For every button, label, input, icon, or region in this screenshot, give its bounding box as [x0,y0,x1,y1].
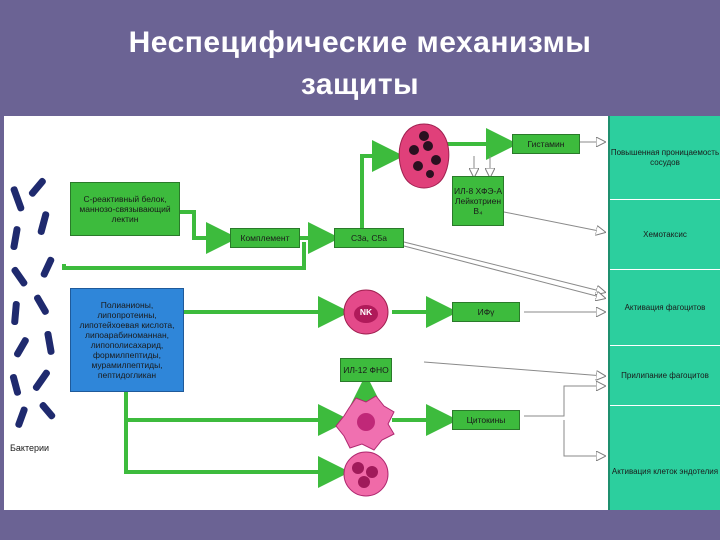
outcome-phagocyte-adhesion: Прилипание фагоцитов [610,346,720,406]
ligands-label: Полианионы, липопротеины, липотейхоевая … [79,300,175,380]
mast-cell [398,123,450,189]
diagram-panel: С-реактивный белок, маннозо-связывающий … [4,116,720,510]
ifn-label: ИФγ [477,307,495,317]
outcome-vascular-permeability: Повышенная проницаемость сосудов [610,116,720,200]
il12-box: ИЛ-12 ФНО [340,358,392,382]
outcome-label: Прилипание фагоцитов [621,370,709,380]
complement-label: Комплемент [240,233,290,243]
outcome-label: Активация клеток эндотелия [611,467,719,476]
cytokines-label: Цитокины [466,415,506,425]
diagram-connectors [9,123,688,497]
c3a-c5a-label: С3а, С5а [351,233,387,243]
slide-title-line-2: защиты [300,68,420,101]
nk-label-box: NK [354,306,378,318]
crp-box: С-реактивный белок, маннозо-связывающий … [70,182,180,236]
outcome-label: Хемотаксис [643,229,687,239]
histamine-box: Гистамин [512,134,580,154]
cytokines-box: Цитокины [452,410,520,430]
c3a-c5a-box: С3а, С5а [334,228,404,248]
slide-bottom-band [0,510,720,540]
macrophage-cell [335,395,395,451]
outcome-label: Активация фагоцитов [624,302,706,312]
nk-label: NK [359,307,373,317]
complement-box: Комплемент [230,228,300,248]
il8-box: ИЛ-8 ХФЭ-А Лейкотриен B₄ [452,176,504,226]
slide-title-line-1: Неспецифические механизмы [128,26,592,59]
outcome-endothelial-activation: Активация клеток эндотелия [610,434,720,510]
il8-label: ИЛ-8 ХФЭ-А Лейкотриен B₄ [453,186,503,216]
nk-cell [343,289,389,335]
ligands-box: Полианионы, липопротеины, липотейхоевая … [70,288,184,392]
outcome-label: Повышенная проницаемость сосудов [610,147,720,167]
il12-label: ИЛ-12 ФНО [343,365,389,375]
bacteria-cluster [9,177,56,428]
histamine-label: Гистамин [527,139,565,149]
outcome-chemotaxis: Хемотаксис [610,200,720,270]
outcome-phagocyte-activation: Активация фагоцитов [610,270,720,346]
neutrophil-cell [343,451,389,497]
crp-label: С-реактивный белок, маннозо-связывающий … [79,194,171,224]
ifn-box: ИФγ [452,302,520,322]
outcomes-column: Повышенная проницаемость сосудов Хемотак… [608,116,720,510]
slide-title: Неспецифические механизмы защиты [0,22,720,106]
bacteria-label: Бактерии [10,443,50,453]
